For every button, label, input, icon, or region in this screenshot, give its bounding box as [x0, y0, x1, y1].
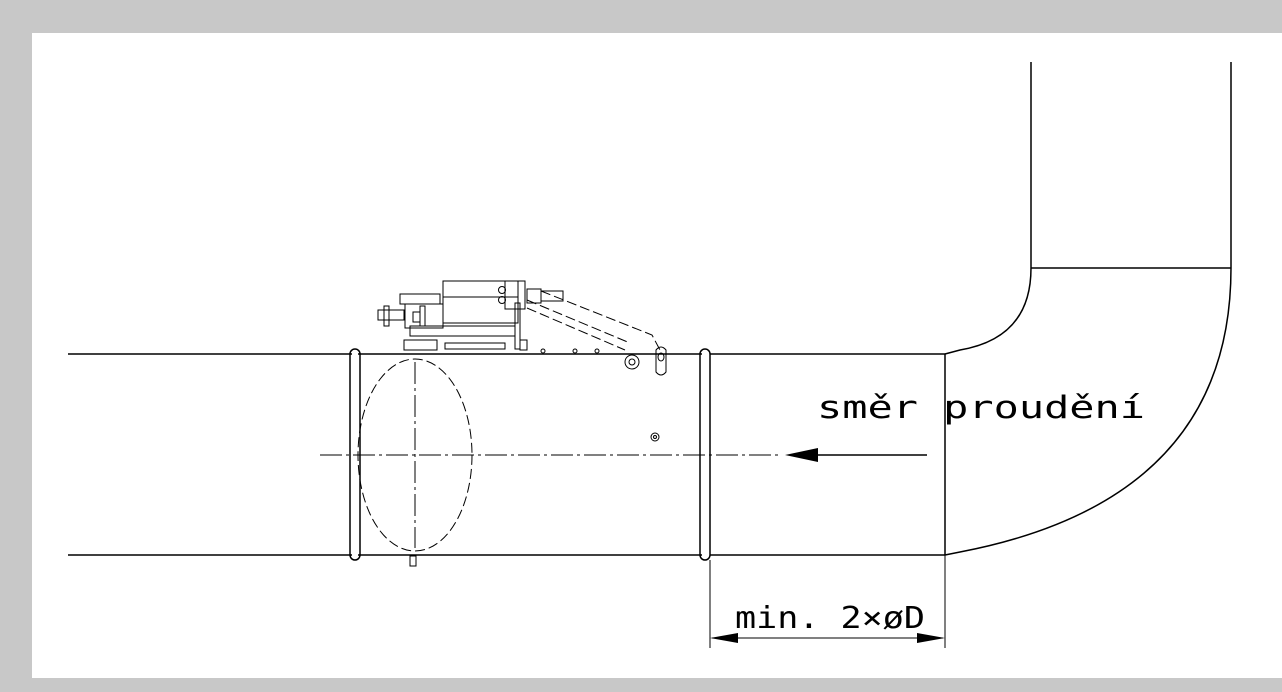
actuator-housing: [442, 280, 519, 324]
distance-dimension: [709, 555, 946, 648]
pressure-tap-right: [655, 346, 667, 376]
flow-direction-label: směr proudění: [817, 390, 1145, 426]
bottom-pin: [409, 555, 417, 567]
straight-section: [710, 353, 945, 556]
actuator: [377, 280, 667, 376]
drawing-sheet: [32, 33, 1282, 678]
min-distance-label: min. 2×øD: [735, 601, 925, 636]
elbow-duct: [944, 62, 1232, 556]
measurement-port: [650, 432, 660, 442]
damper-body: [349, 348, 711, 567]
flow-arrow: [785, 448, 927, 462]
pressure-tap-left: [624, 354, 640, 370]
upstream-duct: [68, 353, 352, 556]
